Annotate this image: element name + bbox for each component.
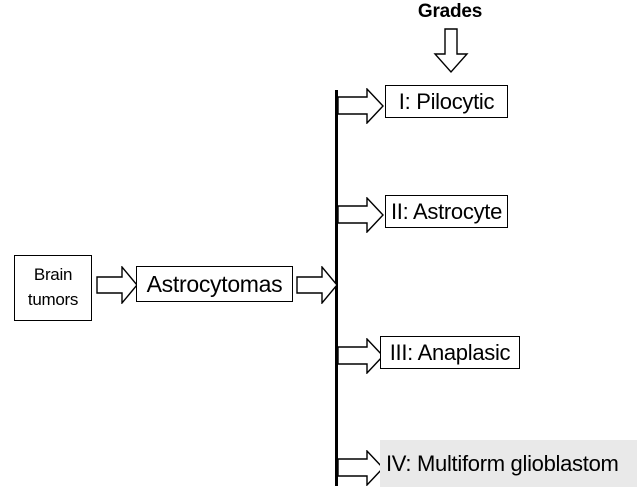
arrow-right-block-icon-grade-2 <box>337 197 385 233</box>
node-grade-3: III: Anaplasic <box>380 336 520 369</box>
arrow-right-block-icon-grade-1 <box>337 88 385 124</box>
arrow-right-block-icon-grade-4 <box>337 450 385 486</box>
node-grade-3-label: III: Anaplasic <box>389 339 511 365</box>
node-astrocytomas-label: Astrocytomas <box>146 270 283 297</box>
node-grade-2: II: Astrocyte <box>385 195 508 228</box>
arrow-right-block-icon-grade-3 <box>337 338 385 374</box>
node-brain-tumors: Brain tumors <box>14 255 92 321</box>
node-brain-tumors-line2: tumors <box>27 290 79 309</box>
arrow-down-block-icon <box>433 28 469 74</box>
node-grade-4-label: IV: Multiform glioblastom <box>386 450 619 476</box>
node-brain-tumors-line1: Brain <box>33 265 73 285</box>
page-title: Grades <box>417 1 483 22</box>
node-grade-1-label: I: Pilocytic <box>398 88 495 114</box>
node-astrocytomas: Astrocytomas <box>136 266 293 302</box>
arrow-right-block-icon-root-to-branch <box>96 266 138 304</box>
node-grade-4: IV: Multiform glioblastom <box>380 440 637 487</box>
node-grade-2-label: II: Astrocyte <box>390 198 503 224</box>
trunk-connector-line <box>335 90 338 486</box>
arrow-right-block-icon-branch-to-trunk <box>296 266 338 304</box>
node-grade-1: I: Pilocytic <box>385 85 508 118</box>
